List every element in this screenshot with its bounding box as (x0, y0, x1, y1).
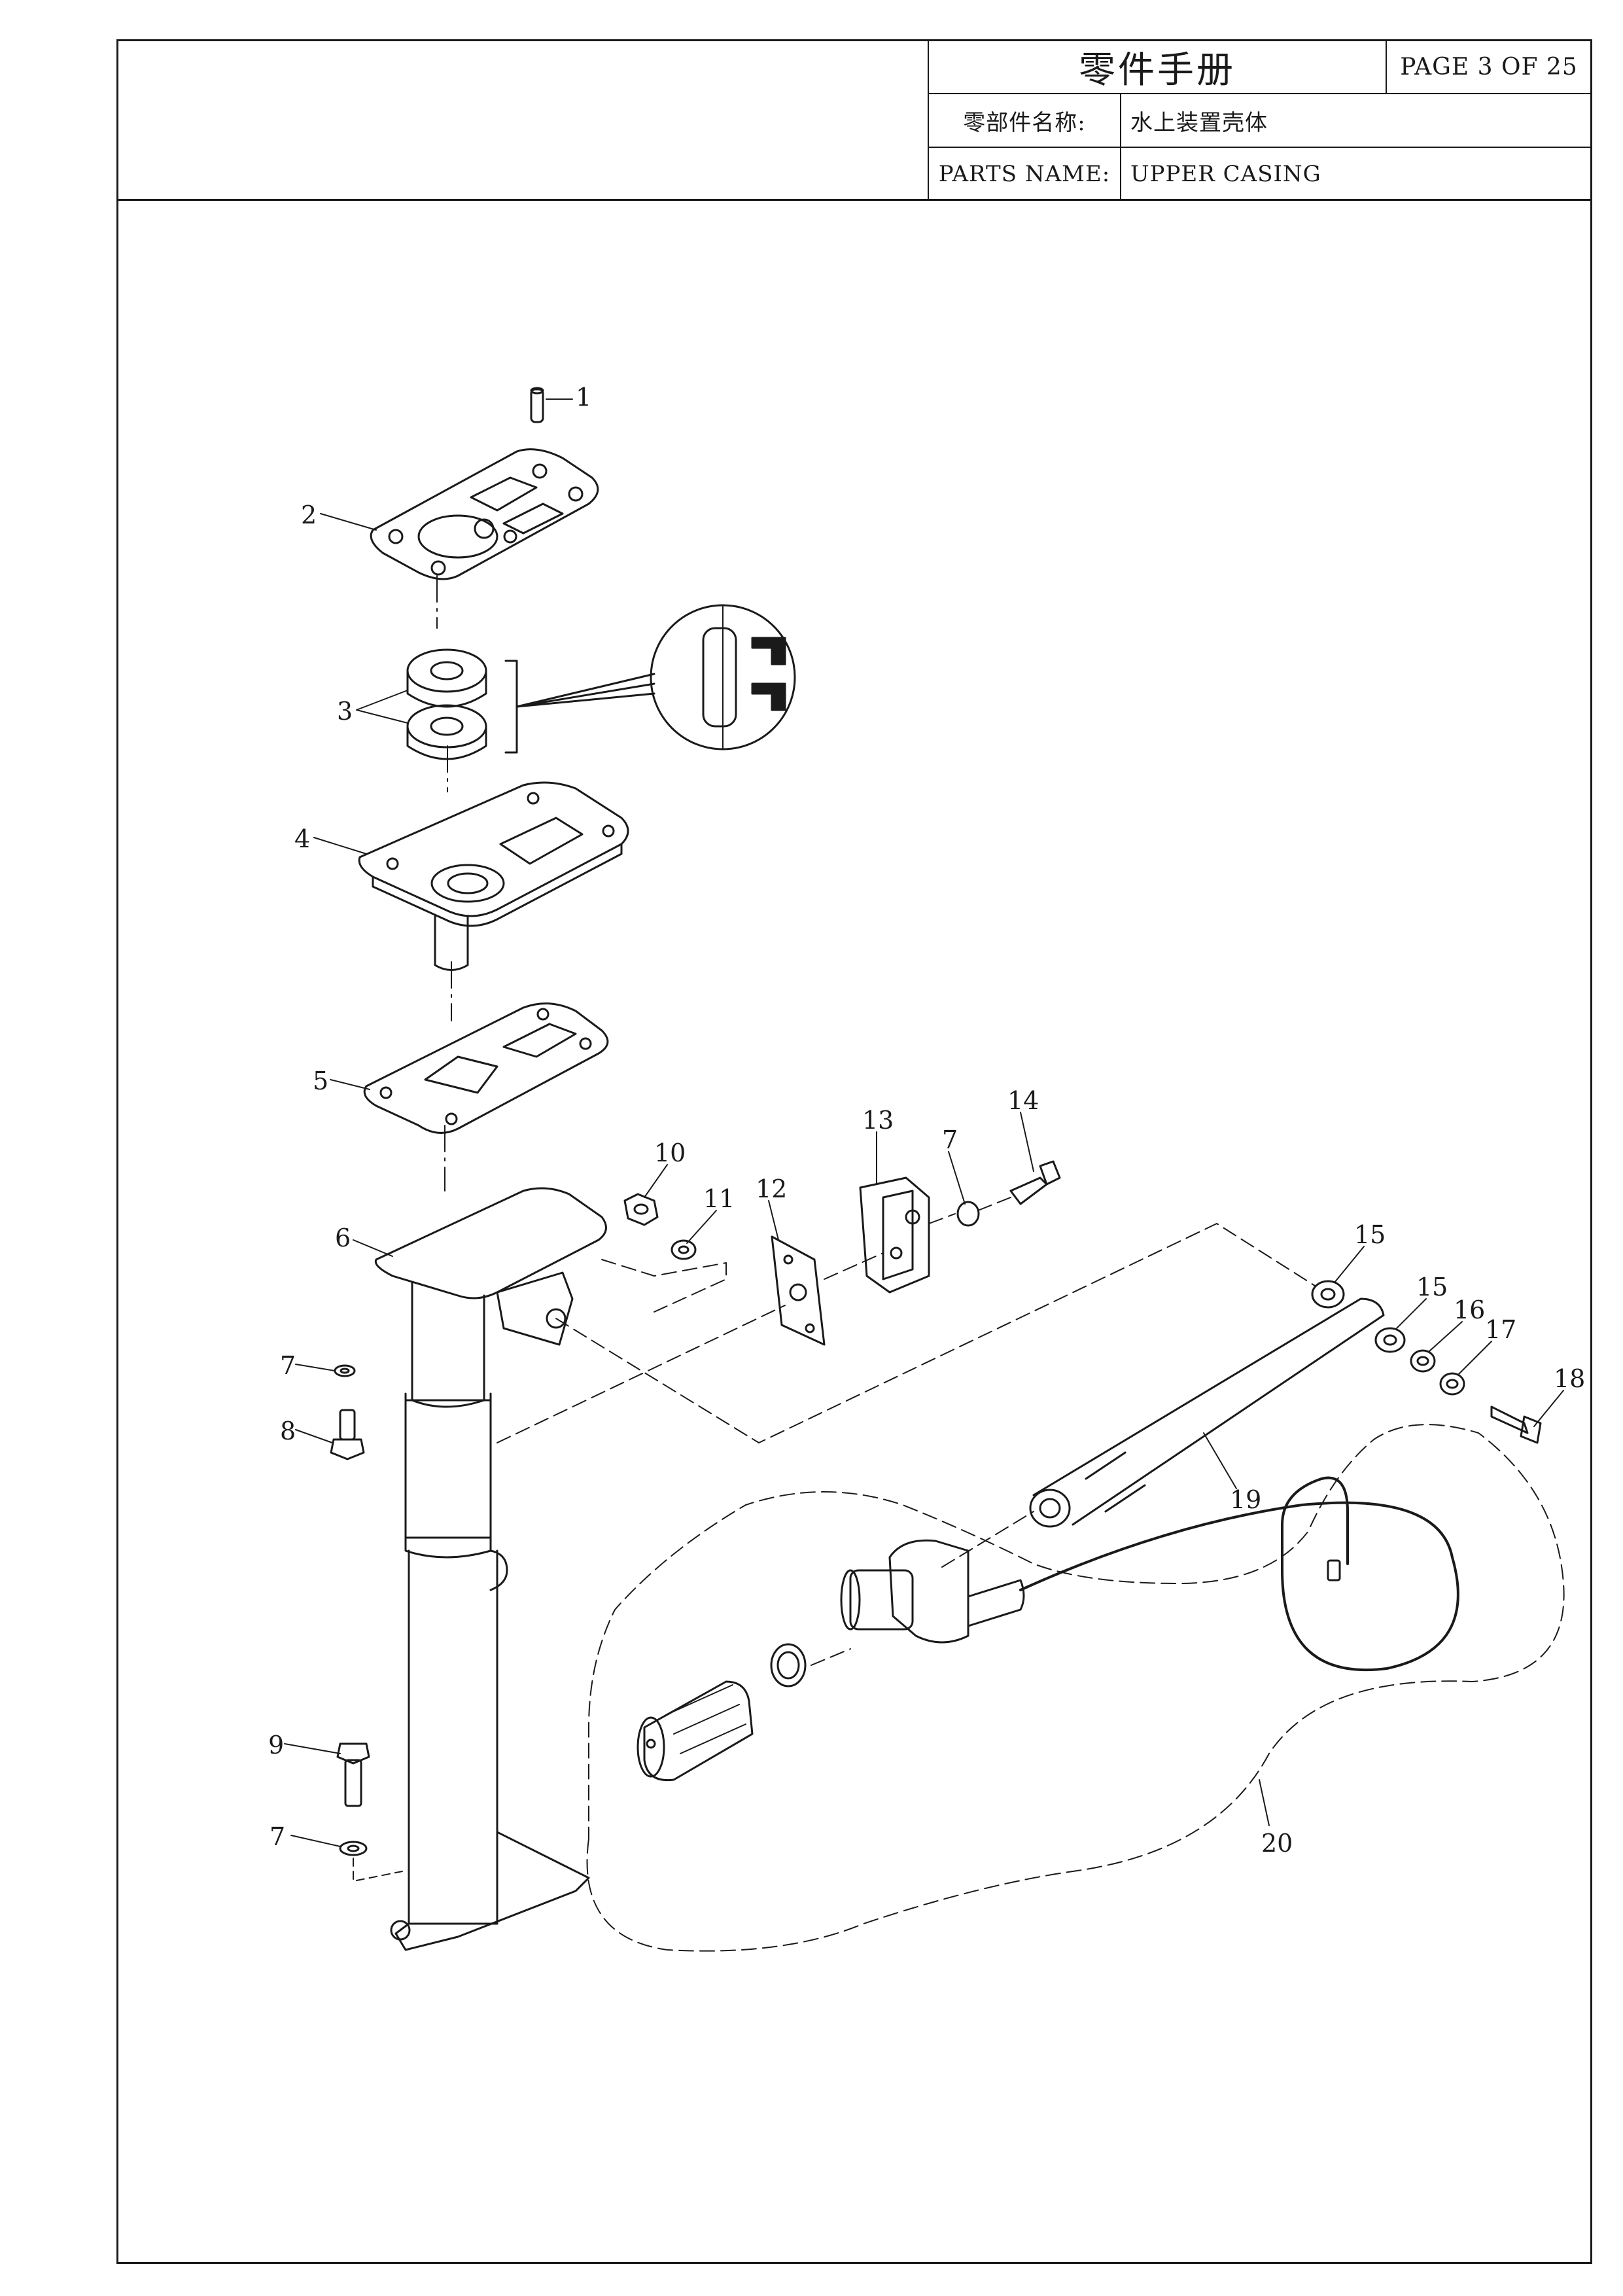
callout-12: 12 (756, 1174, 787, 1203)
part-3-rubber-grommets (406, 648, 655, 760)
part-9-bolt (336, 1742, 370, 1807)
callout-11: 11 (703, 1184, 735, 1213)
callout-7-lower: 7 (270, 1822, 285, 1851)
callout-9: 9 (268, 1731, 284, 1759)
assembly-guide-lines (497, 1197, 1565, 1952)
part-19-tiller-arm (1029, 1298, 1385, 1528)
part-12-plate (771, 1235, 826, 1346)
callout-20: 20 (1261, 1829, 1293, 1858)
part-15-washer-a (1311, 1280, 1345, 1309)
part-11-washer (671, 1239, 697, 1260)
part-7-washer-right (956, 1201, 980, 1227)
part-name-cn-label: 零部件名称: (963, 109, 1086, 136)
manual-title: 零件手册 (1079, 48, 1236, 92)
callout-3: 3 (337, 697, 353, 726)
part-7-washer-left-lower (339, 1841, 403, 1882)
part-8-bolt (330, 1409, 365, 1460)
page-frame (116, 39, 1592, 2264)
callout-19: 19 (1230, 1485, 1261, 1514)
part-4-engine-mount-plate (358, 781, 629, 971)
part-18-bolt (1490, 1405, 1542, 1444)
part-17-washer (1439, 1372, 1465, 1396)
callout-labels: 1 2 3 4 5 6 7 8 9 7 10 11 12 13 7 14 15 … (268, 383, 1585, 1858)
callout-16: 16 (1454, 1296, 1485, 1324)
page-number: PAGE 3 OF 25 (1400, 53, 1578, 80)
callout-14: 14 (1007, 1086, 1039, 1115)
title-block-left-border (928, 39, 929, 200)
part-name-cn-value: 水上装置壳体 (1130, 109, 1268, 136)
callout-2: 2 (301, 501, 317, 529)
part-6-upper-casing (374, 1187, 607, 1951)
part-name-en-label: PARTS NAME: (938, 161, 1111, 187)
part-7-washer-left-upper (334, 1364, 356, 1377)
name-row-divider (928, 147, 1592, 148)
part-14-screw (1009, 1160, 1061, 1205)
part-13-bracket (859, 1176, 930, 1294)
part-name-en-value: UPPER CASING (1130, 161, 1321, 187)
part-1-dowel-pin (530, 387, 544, 423)
grommet-detail-view (650, 604, 796, 751)
part-16-washer (1410, 1349, 1436, 1373)
part-5-lower-gasket (363, 1002, 609, 1134)
callout-7-right: 7 (942, 1125, 958, 1154)
callout-7-upper: 7 (280, 1351, 296, 1380)
center-axis (436, 575, 452, 1192)
callout-15-a: 15 (1354, 1220, 1386, 1249)
callout-8: 8 (280, 1417, 296, 1445)
callout-13: 13 (862, 1106, 894, 1135)
callout-4: 4 (294, 824, 310, 853)
part-2-gasket (370, 448, 599, 580)
part-20-throttle-grip-assembly (637, 1476, 1459, 1782)
part-10-nut (623, 1193, 659, 1226)
part-15-washer-b (1374, 1327, 1406, 1353)
callout-1: 1 (576, 383, 591, 412)
callout-6: 6 (335, 1224, 351, 1252)
callout-15-b: 15 (1416, 1273, 1448, 1301)
callout-10: 10 (654, 1139, 686, 1167)
leader-lines (284, 398, 1564, 1847)
page-cell-divider (1386, 39, 1387, 93)
callout-17: 17 (1485, 1315, 1516, 1344)
callout-18: 18 (1554, 1364, 1585, 1393)
header-divider (116, 199, 1592, 201)
callout-5: 5 (313, 1067, 328, 1095)
title-row-divider (928, 93, 1592, 94)
